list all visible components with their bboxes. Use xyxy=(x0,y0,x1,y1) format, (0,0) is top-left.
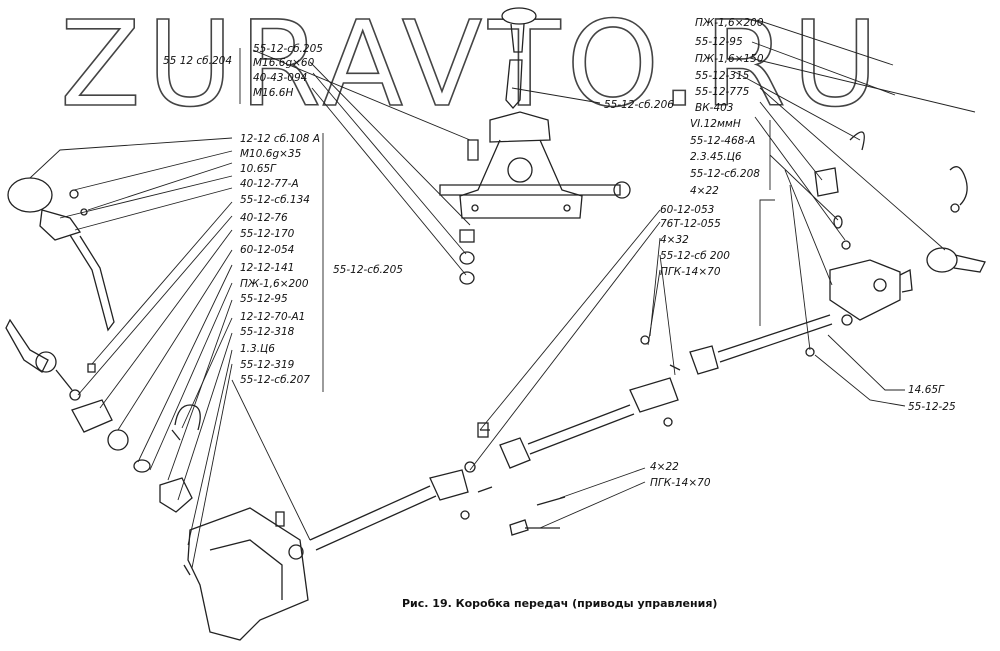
label-right-2: 55-12-95 xyxy=(695,36,743,48)
right-shift-rod xyxy=(669,314,833,375)
gear-lever-assembly xyxy=(439,7,631,219)
label-right-6: ВК-403 xyxy=(695,102,734,114)
label-left-9: 12-12-141 xyxy=(240,262,295,274)
label-left-10: ПЖ-1,6×200 xyxy=(240,278,309,290)
label-lever-ref: 55-12-сб.206 xyxy=(604,99,674,111)
label-left-15: 55-12-319 xyxy=(240,359,295,371)
label-right-4: 55-12-315 xyxy=(695,70,750,82)
label-left-11: 55-12-95 xyxy=(240,293,288,305)
label-bottom-1: 4×22 xyxy=(650,461,679,473)
leader-lines xyxy=(29,19,976,569)
main-shift-rod xyxy=(309,461,493,551)
middle-shift-rod xyxy=(477,335,679,469)
figure-caption: Рис. 19. Коробка передач (приводы управл… xyxy=(402,597,718,610)
label-left-group-ref: 55-12-сб.205 xyxy=(333,264,403,276)
label-left-4: 40-12-77-А xyxy=(240,178,299,190)
label-mid-4: 55-12-сб 200 xyxy=(660,250,730,262)
watermark: ZURAVTO.RU xyxy=(59,0,885,133)
bolt-group-top xyxy=(459,139,479,285)
label-right-11: 4×22 xyxy=(690,185,719,197)
label-right-bottom-2: 55-12-25 xyxy=(908,401,956,413)
label-left-5: 55-12-сб.134 xyxy=(240,194,310,206)
label-top-1: 55-12-сб.205 xyxy=(253,43,323,55)
label-mid-2: 76Т-12-055 xyxy=(660,218,721,230)
label-left-16: 55-12-сб.207 xyxy=(240,374,310,386)
label-right-3: ПЖ-1,6×150 xyxy=(695,53,764,65)
bottom-pins xyxy=(509,496,566,536)
label-left-12: 12-12-70-А1 xyxy=(240,311,306,323)
label-right-7: VI.12ммН xyxy=(690,118,741,130)
label-right-8: 55-12-468-А xyxy=(690,135,756,147)
label-left-8: 60-12-054 xyxy=(240,244,295,256)
label-mid-1: 60-12-053 xyxy=(660,204,715,216)
label-left-1: 12-12 сб.108 А xyxy=(240,133,320,145)
label-top-4: М16.6Н xyxy=(253,87,294,99)
label-top-3: 40-43-094 xyxy=(253,72,308,84)
label-left-3: 10.65Г xyxy=(240,163,276,175)
label-right-10: 55-12-сб.208 xyxy=(690,168,760,180)
label-top-group-ref: 55 12 сб.204 xyxy=(163,55,233,67)
bracket-housing-bottom xyxy=(183,507,309,641)
label-left-7: 55-12-170 xyxy=(240,228,295,240)
label-mid-3: 4×32 xyxy=(660,234,689,246)
knob-and-lever-left xyxy=(5,177,201,513)
label-left-13: 55-12-318 xyxy=(240,326,295,338)
label-right-bottom-1: 14.65Г xyxy=(908,384,944,396)
label-left-14: 1.3.Ц6 xyxy=(240,343,275,355)
label-right-5: 55-12-775 xyxy=(695,86,750,98)
label-top-2: М16.6g×60 xyxy=(253,57,315,69)
label-bottom-2: ПГК-14×70 xyxy=(650,477,711,489)
label-mid-5: ПГК-14×70 xyxy=(660,266,721,278)
right-housing xyxy=(814,131,986,326)
label-left-6: 40-12-76 xyxy=(240,212,288,224)
label-left-2: М10.6g×35 xyxy=(240,148,302,160)
label-right-9: 2.3.45.Ц6 xyxy=(690,151,742,163)
label-right-1: ПЖ-1,6×200 xyxy=(695,17,764,29)
